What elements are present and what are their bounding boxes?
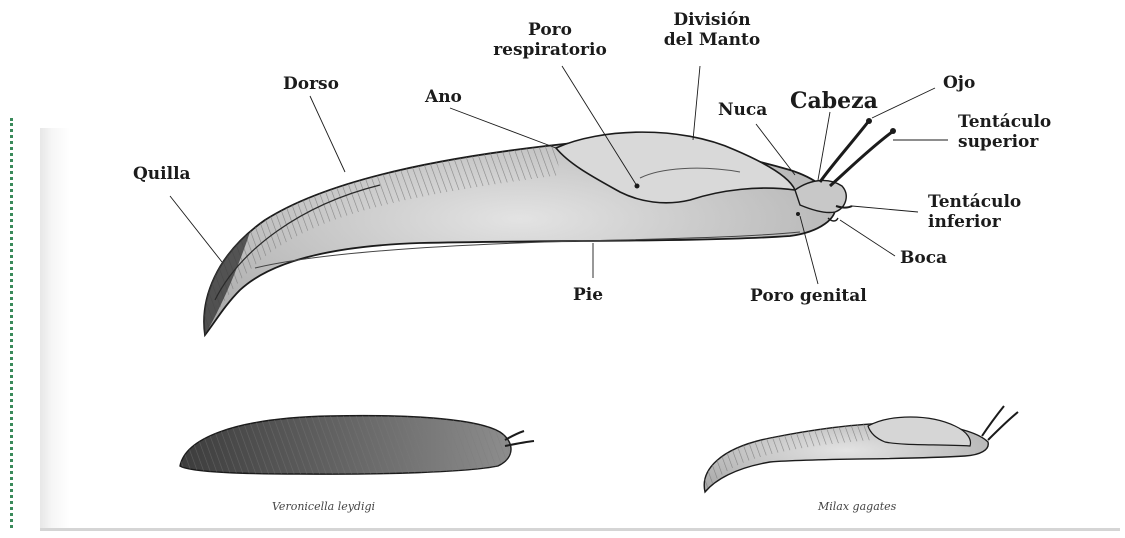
eye-dot-1 bbox=[866, 118, 872, 124]
small-slug-right-tentacle-1 bbox=[982, 406, 1004, 436]
label-poro-genital: Poro genital bbox=[750, 286, 867, 306]
leader-boca bbox=[840, 220, 895, 256]
label-boca: Boca bbox=[900, 248, 947, 268]
label-division-manto-line2: del Manto bbox=[652, 30, 772, 50]
small-slug-right-mantle bbox=[868, 417, 970, 446]
label-tentaculo-superior: Tentáculo superior bbox=[958, 112, 1051, 152]
leader-dorso bbox=[310, 96, 345, 172]
label-poro-respiratorio: Poro respiratorio bbox=[485, 20, 615, 60]
caption-right-species: Milax gagates bbox=[818, 500, 896, 513]
label-tentaculo-superior-line1: Tentáculo bbox=[958, 112, 1051, 132]
label-tentaculo-inferior-line2: inferior bbox=[928, 212, 1021, 232]
small-slug-left-hatch bbox=[180, 416, 511, 475]
small-slug-left bbox=[180, 416, 534, 475]
small-slug-left-tentacle-1 bbox=[505, 431, 524, 440]
label-nuca: Nuca bbox=[718, 100, 767, 120]
small-slug-right bbox=[704, 406, 1018, 492]
leader-tentaculo-inferior bbox=[852, 206, 918, 212]
label-division-manto-line1: División bbox=[652, 10, 772, 30]
genital-pore-mark bbox=[796, 212, 800, 216]
label-division-manto: División del Manto bbox=[652, 10, 772, 50]
label-tentaculo-inferior: Tentáculo inferior bbox=[928, 192, 1021, 232]
caption-left-species: Veronicella leydigi bbox=[272, 500, 375, 513]
label-ano: Ano bbox=[425, 87, 462, 107]
label-tentaculo-superior-line2: superior bbox=[958, 132, 1051, 152]
leader-division-manto bbox=[693, 66, 700, 140]
label-quilla: Quilla bbox=[133, 164, 191, 184]
label-ojo: Ojo bbox=[943, 73, 975, 93]
label-pie: Pie bbox=[573, 285, 603, 305]
lower-tentacle bbox=[836, 206, 852, 208]
label-poro-respiratorio-line1: Poro bbox=[485, 20, 615, 40]
small-slug-right-tentacle-2 bbox=[988, 412, 1018, 440]
leader-ojo bbox=[872, 88, 935, 118]
leader-quilla bbox=[170, 196, 222, 262]
label-tentaculo-inferior-line1: Tentáculo bbox=[928, 192, 1021, 212]
leader-ano bbox=[450, 108, 556, 148]
label-dorso: Dorso bbox=[283, 74, 339, 94]
label-poro-respiratorio-line2: respiratorio bbox=[485, 40, 615, 60]
label-cabeza: Cabeza bbox=[790, 91, 878, 111]
eye-dot-2 bbox=[890, 128, 896, 134]
